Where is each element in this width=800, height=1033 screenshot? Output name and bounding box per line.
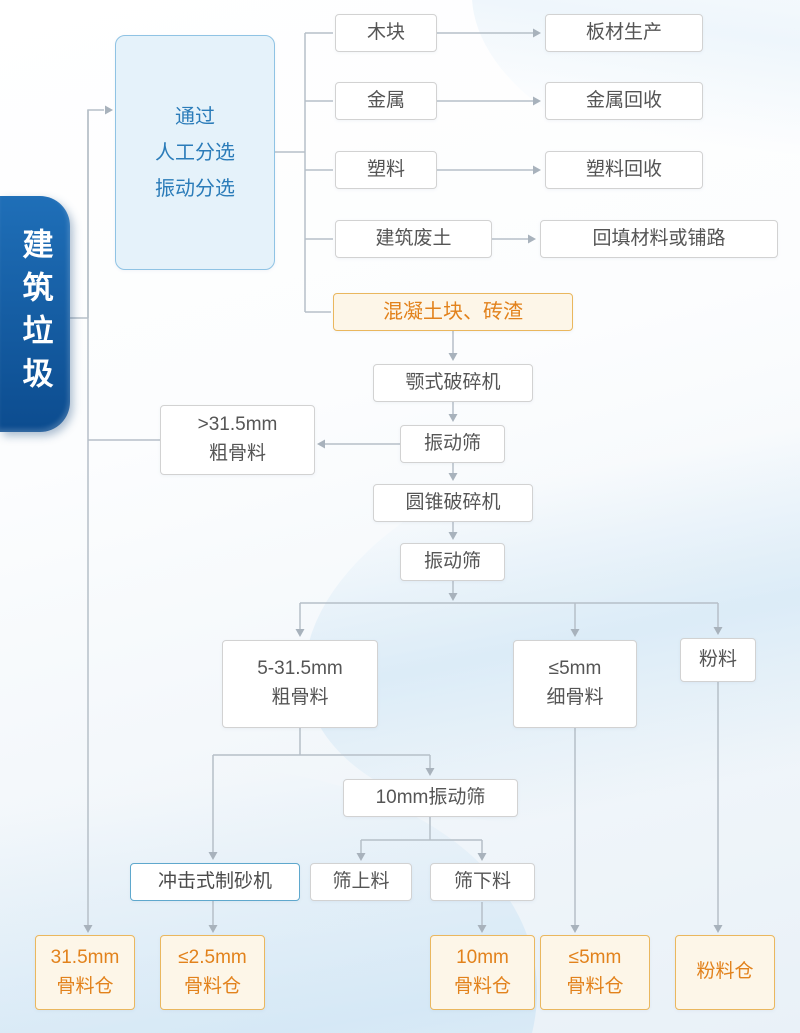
edge-cone-to-screen2 — [448, 522, 458, 540]
edge-fine5-to-bin5 — [570, 728, 580, 933]
node-jaw-crusher: 颚式破碎机 — [373, 364, 533, 402]
node-coarse-5-31-5mm-line2: 粗骨料 — [271, 687, 329, 708]
node-board-production: 板材生产 — [545, 14, 703, 52]
edge-jaw-to-screen1 — [448, 402, 458, 422]
node-vibrating-screen-2: 振动筛 — [400, 543, 505, 581]
node-bin-le-5mm-line1: ≤5mm — [568, 946, 622, 968]
node-construction-soil: 建筑废土 — [335, 220, 492, 258]
node-bin-le-5mm: ≤5mm 骨料仓 — [540, 935, 650, 1010]
node-plastic: 塑料 — [335, 151, 437, 189]
edge-concrete-to-jaw — [448, 331, 458, 361]
node-powder: 粉料 — [680, 638, 756, 682]
node-sorting-line3: 振动分选 — [155, 177, 235, 200]
edge-plastic-to-recycle — [437, 165, 541, 175]
node-vibrating-screen-1: 振动筛 — [400, 425, 505, 463]
node-bin-31-5mm-line2: 骨料仓 — [56, 975, 114, 997]
node-coarse-gt-31-5mm: >31.5mm 粗骨料 — [160, 405, 315, 475]
edge-sandmaker-to-bin25 — [208, 901, 218, 933]
node-construction-waste-label: 建筑垃圾 — [17, 228, 53, 400]
edge-undersize-to-bin10 — [477, 902, 487, 933]
edge-sorting-branches — [275, 32, 333, 313]
node-bin-le-2-5mm-line1: ≤2.5mm — [178, 946, 247, 968]
edge-screen1-to-coarse315 — [317, 439, 400, 449]
edge-soil-to-backfill — [492, 234, 536, 244]
node-sorting-line1: 通过 — [175, 105, 215, 128]
node-10mm-vibrating-screen: 10mm振动筛 — [343, 779, 518, 817]
node-concrete-brick: 混凝土块、砖渣 — [333, 293, 573, 331]
edge-root-to-sorting — [70, 105, 113, 319]
node-plastic-recycling: 塑料回收 — [545, 151, 703, 189]
node-bin-31-5mm-line1: 31.5mm — [50, 946, 120, 968]
node-coarse-gt-31-5mm-line2: 粗骨料 — [208, 443, 266, 464]
edge-wood-to-board — [437, 28, 541, 38]
edge-screen10-split — [356, 817, 487, 861]
node-coarse-5-31-5mm-line1: 5-31.5mm — [257, 658, 343, 680]
node-wood: 木块 — [335, 14, 437, 52]
node-bin-31-5mm: 31.5mm 骨料仓 — [35, 935, 135, 1010]
node-fine-le-5mm: ≤5mm 细骨料 — [513, 640, 637, 728]
node-coarse-5-31-5mm: 5-31.5mm 粗骨料 — [222, 640, 378, 728]
node-fine-le-5mm-line1: ≤5mm — [548, 658, 602, 680]
node-bin-10mm-line1: 10mm — [456, 946, 509, 968]
node-sorting-line2: 人工分选 — [155, 141, 235, 164]
node-bin-10mm-line2: 骨料仓 — [453, 975, 511, 997]
node-construction-waste: 建筑垃圾 — [0, 196, 70, 432]
node-bin-powder: 粉料仓 — [675, 935, 775, 1010]
edge-powder-to-binpowder — [713, 682, 723, 933]
node-sorting: 通过 人工分选 振动分选 — [115, 35, 275, 270]
edge-metal-to-recycle — [437, 96, 541, 106]
node-bin-le-5mm-line2: 骨料仓 — [566, 975, 624, 997]
edge-screen2-distribution — [295, 581, 723, 637]
node-metal: 金属 — [335, 82, 437, 120]
node-bin-le-2-5mm-line2: 骨料仓 — [183, 975, 241, 997]
node-cone-crusher: 圆锥破碎机 — [373, 484, 533, 522]
node-metal-recycling: 金属回收 — [545, 82, 703, 120]
node-coarse-gt-31-5mm-line1: >31.5mm — [197, 414, 278, 436]
edge-screen1-to-cone — [448, 463, 458, 481]
node-oversize-material: 筛上料 — [310, 863, 412, 901]
node-backfill-or-paving: 回填材料或铺路 — [540, 220, 778, 258]
node-fine-le-5mm-line2: 细骨料 — [546, 687, 604, 708]
node-bin-le-2-5mm: ≤2.5mm 骨料仓 — [160, 935, 265, 1010]
node-bin-10mm: 10mm 骨料仓 — [430, 935, 535, 1010]
node-undersize-material: 筛下料 — [430, 863, 535, 901]
node-impact-sand-maker: 冲击式制砂机 — [130, 863, 300, 901]
